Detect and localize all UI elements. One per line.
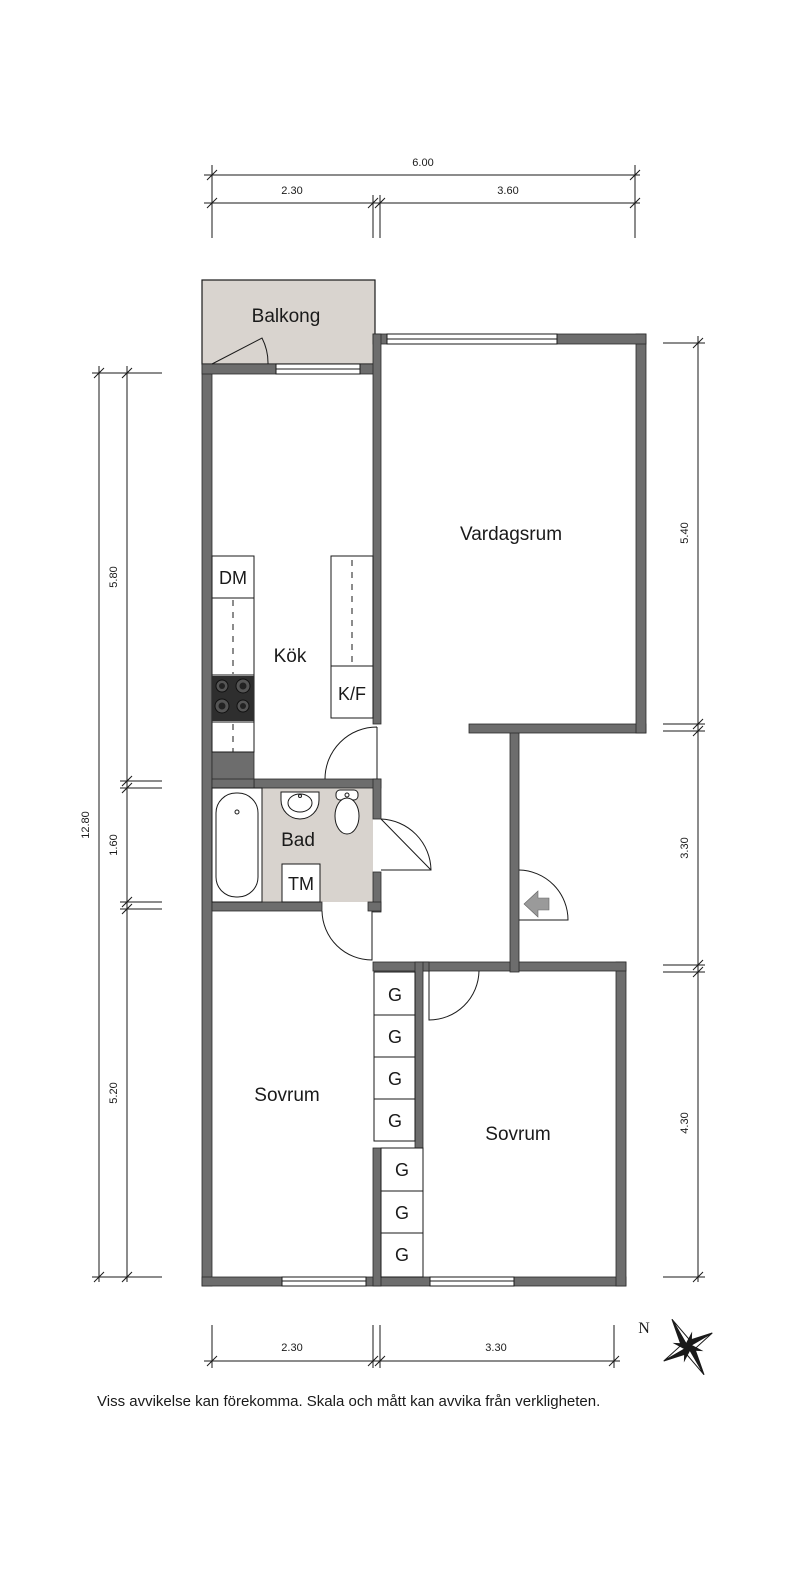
wardrobe-5	[380, 1147, 424, 1192]
kitchen-counter-right	[330, 555, 374, 719]
toilet-icon	[334, 789, 360, 835]
room-bedroom-right-label: Sovrum	[485, 1124, 550, 1145]
door-entrance	[518, 869, 569, 921]
room-balcony-label: Balkong	[252, 306, 321, 327]
wardrobe-4	[373, 1098, 416, 1142]
dim-top-total: 6.00	[412, 157, 433, 169]
door-bath	[380, 818, 432, 871]
room-bedroom-left-label: Sovrum	[254, 1085, 319, 1106]
dim-bottom-left: 2.30	[281, 1342, 302, 1354]
wardrobe-label-7: G	[395, 1245, 409, 1265]
compass-rose-icon	[663, 1318, 713, 1376]
compass-north-label: N	[638, 1320, 650, 1337]
balcony-floor	[201, 279, 376, 365]
dim-right-middle: 3.30	[679, 837, 691, 858]
dishwasher-label: DM	[219, 568, 247, 588]
dimension-lines	[92, 165, 705, 1368]
washer-label: TM	[288, 874, 314, 894]
dim-top-right: 3.60	[497, 185, 518, 197]
dim-right-lower: 4.30	[679, 1112, 691, 1133]
disclaimer-text: Viss avvikelse kan förekomma. Skala och …	[97, 1393, 601, 1410]
door-kitchen	[324, 726, 378, 780]
door-balcony	[211, 337, 269, 365]
wardrobes	[373, 971, 424, 1278]
windows	[275, 333, 558, 1287]
dim-top-left: 2.30	[281, 185, 302, 197]
wardrobe-label-2: G	[388, 1027, 402, 1047]
door-bedroom-right	[428, 970, 480, 1021]
wardrobe-label-1: G	[388, 985, 402, 1005]
wardrobe-label-4: G	[388, 1111, 402, 1131]
bathtub-icon	[211, 787, 263, 903]
wardrobe-label-3: G	[388, 1069, 402, 1089]
stove-icon	[212, 676, 254, 721]
dim-left-middle: 1.60	[108, 834, 120, 855]
dim-bottom-right: 3.30	[485, 1342, 506, 1354]
doors	[211, 337, 569, 1021]
dim-right-upper: 5.40	[679, 522, 691, 543]
wardrobe-3	[373, 1056, 416, 1100]
entrance-arrow-icon	[523, 890, 550, 918]
dim-left-total: 12.80	[80, 811, 92, 839]
dim-left-lower: 5.20	[108, 1082, 120, 1103]
wardrobe-7	[380, 1232, 424, 1278]
wardrobe-label-6: G	[395, 1203, 409, 1223]
room-bath-label: Bad	[281, 830, 315, 851]
room-kitchen-label: Kök	[274, 646, 307, 667]
fridge-freezer-label: K/F	[338, 684, 366, 704]
dim-left-upper: 5.80	[108, 566, 120, 587]
wardrobe-label-5: G	[395, 1160, 409, 1180]
sink-icon	[280, 791, 320, 820]
door-bedroom-left	[321, 910, 373, 961]
washer-box	[281, 863, 321, 903]
wardrobe-6	[380, 1190, 424, 1234]
wardrobe-2	[373, 1014, 416, 1058]
room-living-label: Vardagsrum	[460, 524, 562, 545]
